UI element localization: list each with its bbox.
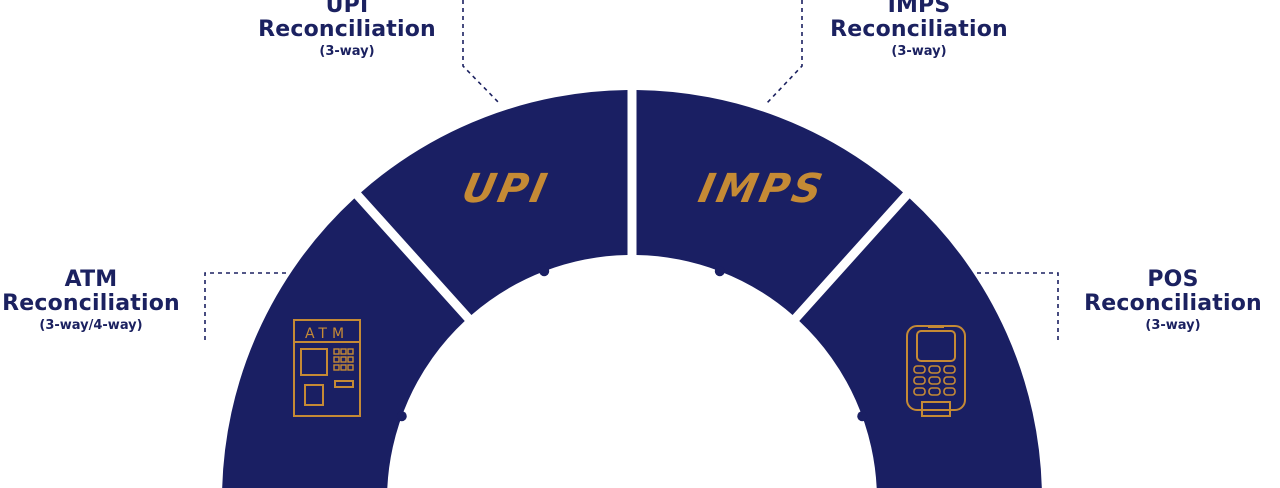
callout-pos-title: POS xyxy=(1147,267,1199,292)
callout-atm-subtitle: Reconciliation xyxy=(2,290,180,316)
pos-keypad xyxy=(913,365,956,396)
atm-key xyxy=(333,364,340,371)
imps-logo: IMPS xyxy=(695,164,830,211)
callout-atm-note: (3-way/4-way) xyxy=(39,317,143,333)
pos-key xyxy=(913,376,926,385)
atm-card-slot xyxy=(334,380,354,388)
inner-tick xyxy=(396,411,407,422)
atm-key xyxy=(333,348,340,355)
atm-body xyxy=(293,319,361,417)
atm-key xyxy=(347,356,354,363)
atm-key xyxy=(340,356,347,363)
pos-key xyxy=(913,365,926,374)
connector-upi xyxy=(462,0,501,105)
atm-screen xyxy=(300,348,328,376)
atm-cash-slot xyxy=(304,384,324,406)
pos-terminal-icon xyxy=(906,325,966,417)
inner-tick xyxy=(857,411,868,422)
atm-label: ATM xyxy=(305,326,349,342)
atm-keypad xyxy=(333,348,354,371)
atm-key xyxy=(333,356,340,363)
ring-segments xyxy=(222,90,1042,488)
atm-machine-icon: ATM xyxy=(293,319,361,417)
segment-pos xyxy=(799,198,1042,488)
atm-key xyxy=(347,348,354,355)
segment-atm xyxy=(222,198,465,488)
upi-logo: UPI xyxy=(458,164,554,211)
callout-imps-note: (3-way) xyxy=(891,43,947,59)
pos-screen xyxy=(916,330,956,362)
pos-key xyxy=(928,365,941,374)
atm-key xyxy=(340,364,347,371)
callout-upi-subtitle: Reconciliation xyxy=(258,16,436,42)
atm-key xyxy=(340,348,347,355)
callout-atm-title: ATM xyxy=(64,267,118,292)
inner-tick xyxy=(539,266,550,277)
pos-key xyxy=(928,376,941,385)
callout-upi: UPI Reconciliation (3-way) xyxy=(240,0,454,59)
segment-upi xyxy=(361,90,628,315)
callout-atm: ATM Reconciliation (3-way/4-way) xyxy=(0,268,204,333)
inner-tick xyxy=(714,266,725,277)
pos-key xyxy=(943,365,956,374)
connector-lines xyxy=(204,0,1059,340)
callout-pos-note: (3-way) xyxy=(1145,317,1201,333)
connector-pos xyxy=(977,272,1059,340)
callout-imps: IMPS Reconciliation (3-way) xyxy=(812,0,1026,59)
callout-pos-subtitle: Reconciliation xyxy=(1084,290,1262,316)
pos-receipt xyxy=(921,401,951,417)
callout-upi-title: UPI xyxy=(325,0,369,18)
segment-imps xyxy=(636,90,903,315)
callout-imps-subtitle: Reconciliation xyxy=(830,16,1008,42)
connector-atm xyxy=(204,272,287,340)
atm-key xyxy=(347,364,354,371)
pos-key xyxy=(913,387,926,396)
callout-imps-title: IMPS xyxy=(887,0,951,18)
callout-upi-note: (3-way) xyxy=(319,43,375,59)
pos-key xyxy=(943,387,956,396)
inner-ticks xyxy=(396,266,868,422)
pos-key xyxy=(943,376,956,385)
connector-imps xyxy=(765,0,803,105)
callout-pos: POS Reconciliation (3-way) xyxy=(1066,268,1280,333)
pos-key xyxy=(928,387,941,396)
